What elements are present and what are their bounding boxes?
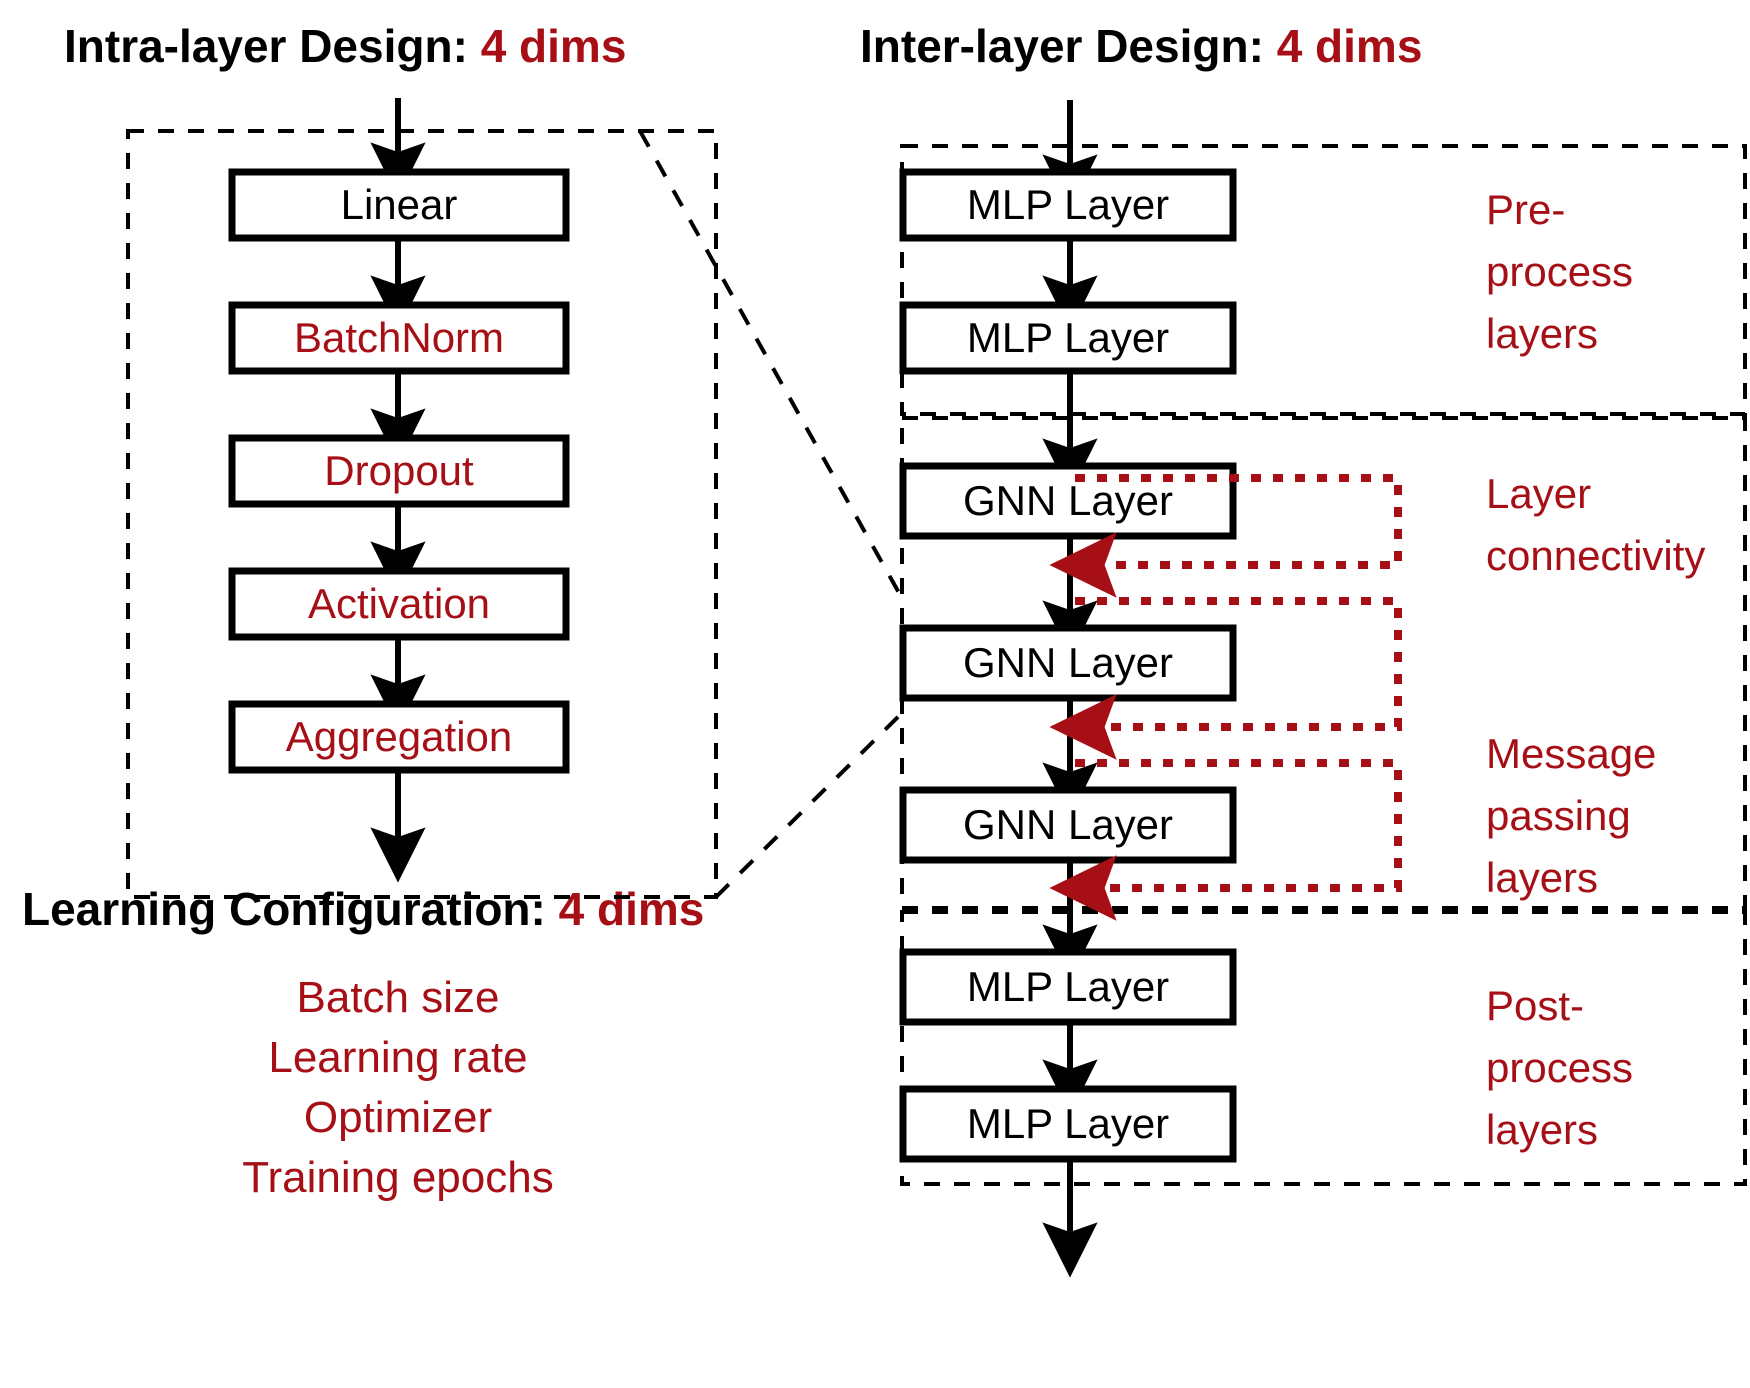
inter-group-post-process-boundary (900, 910, 1747, 1186)
learning-config-item-learning-rate: Learning rate (268, 1033, 527, 1082)
inter-box-mlp-3-label: MLP Layer (967, 963, 1169, 1010)
inter-caption-pre-process: Pre- process layers (1486, 186, 1633, 357)
title-learning-red: 4 dims (559, 883, 705, 935)
page-title-intra: Intra-layer Design: 4 dims (64, 20, 626, 72)
inter-box-gnn-2[interactable]: GNN Layer (899, 624, 1237, 702)
inter-box-mlp-2-rect (899, 301, 1237, 375)
title-learning-black: Learning Configuration: (22, 883, 559, 935)
inter-caption-message-passing-line-3: layers (1486, 854, 1598, 901)
inter-box-mlp-1-label: MLP Layer (967, 181, 1169, 228)
inter-caption-message-passing-line-2: passing (1486, 792, 1631, 839)
inter-box-mlp-2[interactable]: MLP Layer (899, 301, 1237, 375)
inter-box-mlp-4[interactable]: MLP Layer (899, 1085, 1237, 1163)
intra-box-batchnorm-rect (228, 301, 570, 375)
intra-box-linear-label: Linear (341, 181, 458, 228)
inter-box-gnn-3-rect (899, 786, 1237, 864)
intra-box-dropout-label: Dropout (324, 447, 474, 494)
inter-caption-post-process-line-2: process (1486, 1044, 1633, 1091)
title-inter-black: Inter-layer Design: (860, 20, 1277, 72)
title-inter-red: 4 dims (1277, 20, 1423, 72)
inter-group-message-passing-boundary (900, 416, 1747, 910)
inter-box-mlp-3-rect (899, 948, 1237, 1026)
inter-box-gnn-2-rect (899, 624, 1237, 702)
skip-connection-1 (1049, 474, 1402, 598)
inter-caption-layer-connectivity: Layer connectivity (1486, 470, 1705, 579)
inter-box-gnn-3[interactable]: GNN Layer (899, 786, 1237, 864)
intra-box-activation-label: Activation (308, 580, 490, 627)
inter-box-gnn-1-label: GNN Layer (963, 477, 1173, 524)
skip-connection-3 (1049, 759, 1402, 921)
intra-box-aggregation[interactable]: Aggregation (228, 700, 570, 774)
intra-box-dropout[interactable]: Dropout (228, 434, 570, 508)
intra-box-activation[interactable]: Activation (228, 567, 570, 641)
learning-config-item-training-epochs: Training epochs (242, 1153, 553, 1202)
inter-caption-pre-process-line-2: process (1486, 248, 1633, 295)
zoom-lead-line-top (638, 130, 905, 601)
zoom-lead-line-bottom (714, 710, 905, 899)
inter-caption-message-passing: Message passing layers (1486, 730, 1656, 901)
page-title-learning: Learning Configuration: 4 dims (22, 883, 704, 935)
inter-caption-layer-connectivity-line-2: connectivity (1486, 532, 1705, 579)
inter-caption-post-process-line-3: layers (1486, 1106, 1598, 1153)
skip-connection-2 (1049, 597, 1402, 760)
inter-box-mlp-4-rect (899, 1085, 1237, 1163)
intra-layer-group-boundary (126, 129, 718, 899)
learning-config-item-batch-size: Batch size (297, 973, 500, 1022)
learning-config-item-optimizer: Optimizer (304, 1093, 492, 1142)
inter-caption-pre-process-line-3: layers (1486, 310, 1598, 357)
inter-group-pre-process-boundary (900, 144, 1747, 416)
inter-caption-pre-process-line-1: Pre- (1486, 186, 1565, 233)
intra-box-linear[interactable]: Linear (228, 168, 570, 242)
inter-caption-message-passing-line-1: Message (1486, 730, 1656, 777)
intra-box-dropout-rect (228, 434, 570, 508)
page-title-inter: Inter-layer Design: 4 dims (860, 20, 1422, 72)
inter-caption-post-process: Post- process layers (1486, 982, 1633, 1153)
inter-box-mlp-3[interactable]: MLP Layer (899, 948, 1237, 1026)
intra-box-batchnorm[interactable]: BatchNorm (228, 301, 570, 375)
intra-box-aggregation-rect (228, 700, 570, 774)
inter-box-mlp-2-label: MLP Layer (967, 314, 1169, 361)
intra-box-batchnorm-label: BatchNorm (294, 314, 504, 361)
inter-box-gnn-2-label: GNN Layer (963, 639, 1173, 686)
inter-box-gnn-3-label: GNN Layer (963, 801, 1173, 848)
title-intra-black: Intra-layer Design: (64, 20, 481, 72)
inter-box-mlp-4-label: MLP Layer (967, 1100, 1169, 1147)
title-intra-red: 4 dims (481, 20, 627, 72)
inter-box-mlp-1-rect (899, 168, 1237, 242)
inter-caption-post-process-line-1: Post- (1486, 982, 1584, 1029)
inter-box-gnn-1[interactable]: GNN Layer (899, 462, 1237, 540)
inter-box-mlp-1[interactable]: MLP Layer (899, 168, 1237, 242)
inter-caption-layer-connectivity-line-1: Layer (1486, 470, 1591, 517)
intra-box-aggregation-label: Aggregation (286, 713, 513, 760)
